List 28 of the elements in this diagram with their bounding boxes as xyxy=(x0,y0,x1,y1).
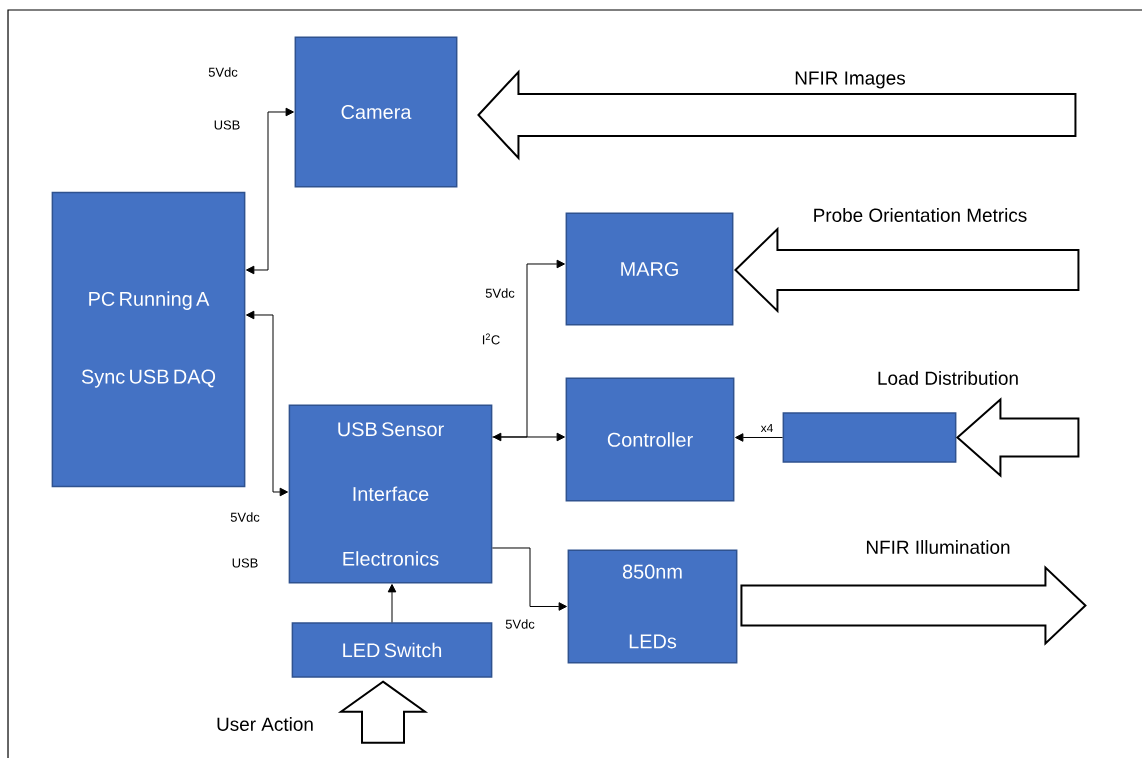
arrow xyxy=(491,259,565,438)
block-box xyxy=(782,412,957,463)
block-box: PC Running A Sync USB DAQ xyxy=(51,191,246,488)
block-box: Controller xyxy=(565,377,735,502)
signal-label: 5Vdc xyxy=(208,67,238,77)
block-box: USB Sensor Interface Electronics xyxy=(288,404,493,584)
block-box: LED Switch xyxy=(291,622,493,678)
arrow xyxy=(246,107,294,275)
signal-label: USB xyxy=(214,120,240,130)
signal-label: 5Vdc xyxy=(505,619,535,629)
edge-label: Probe Orientation Metrics xyxy=(811,207,1029,223)
block-box: Camera xyxy=(294,36,458,188)
block-box: 850nm LEDs xyxy=(567,549,738,664)
edge-label: NFIR Images xyxy=(793,70,907,90)
signal-label: I$^{2}$C xyxy=(482,333,500,345)
edge-label: NFIR Illumination xyxy=(864,539,1012,555)
block-box: MARG xyxy=(565,212,734,326)
arrow xyxy=(491,547,567,611)
edge-label: User Action xyxy=(215,716,315,732)
arrow xyxy=(387,584,397,623)
arrow xyxy=(493,432,565,442)
edge-label: Load Distribution xyxy=(876,370,1021,386)
edge-label: x4 xyxy=(759,422,775,434)
signal-label: 5Vdc xyxy=(230,512,260,522)
signal-label: USB xyxy=(232,558,258,568)
signal-label: 5Vdc xyxy=(485,288,515,298)
arrow xyxy=(735,433,784,442)
arrow xyxy=(246,310,288,497)
